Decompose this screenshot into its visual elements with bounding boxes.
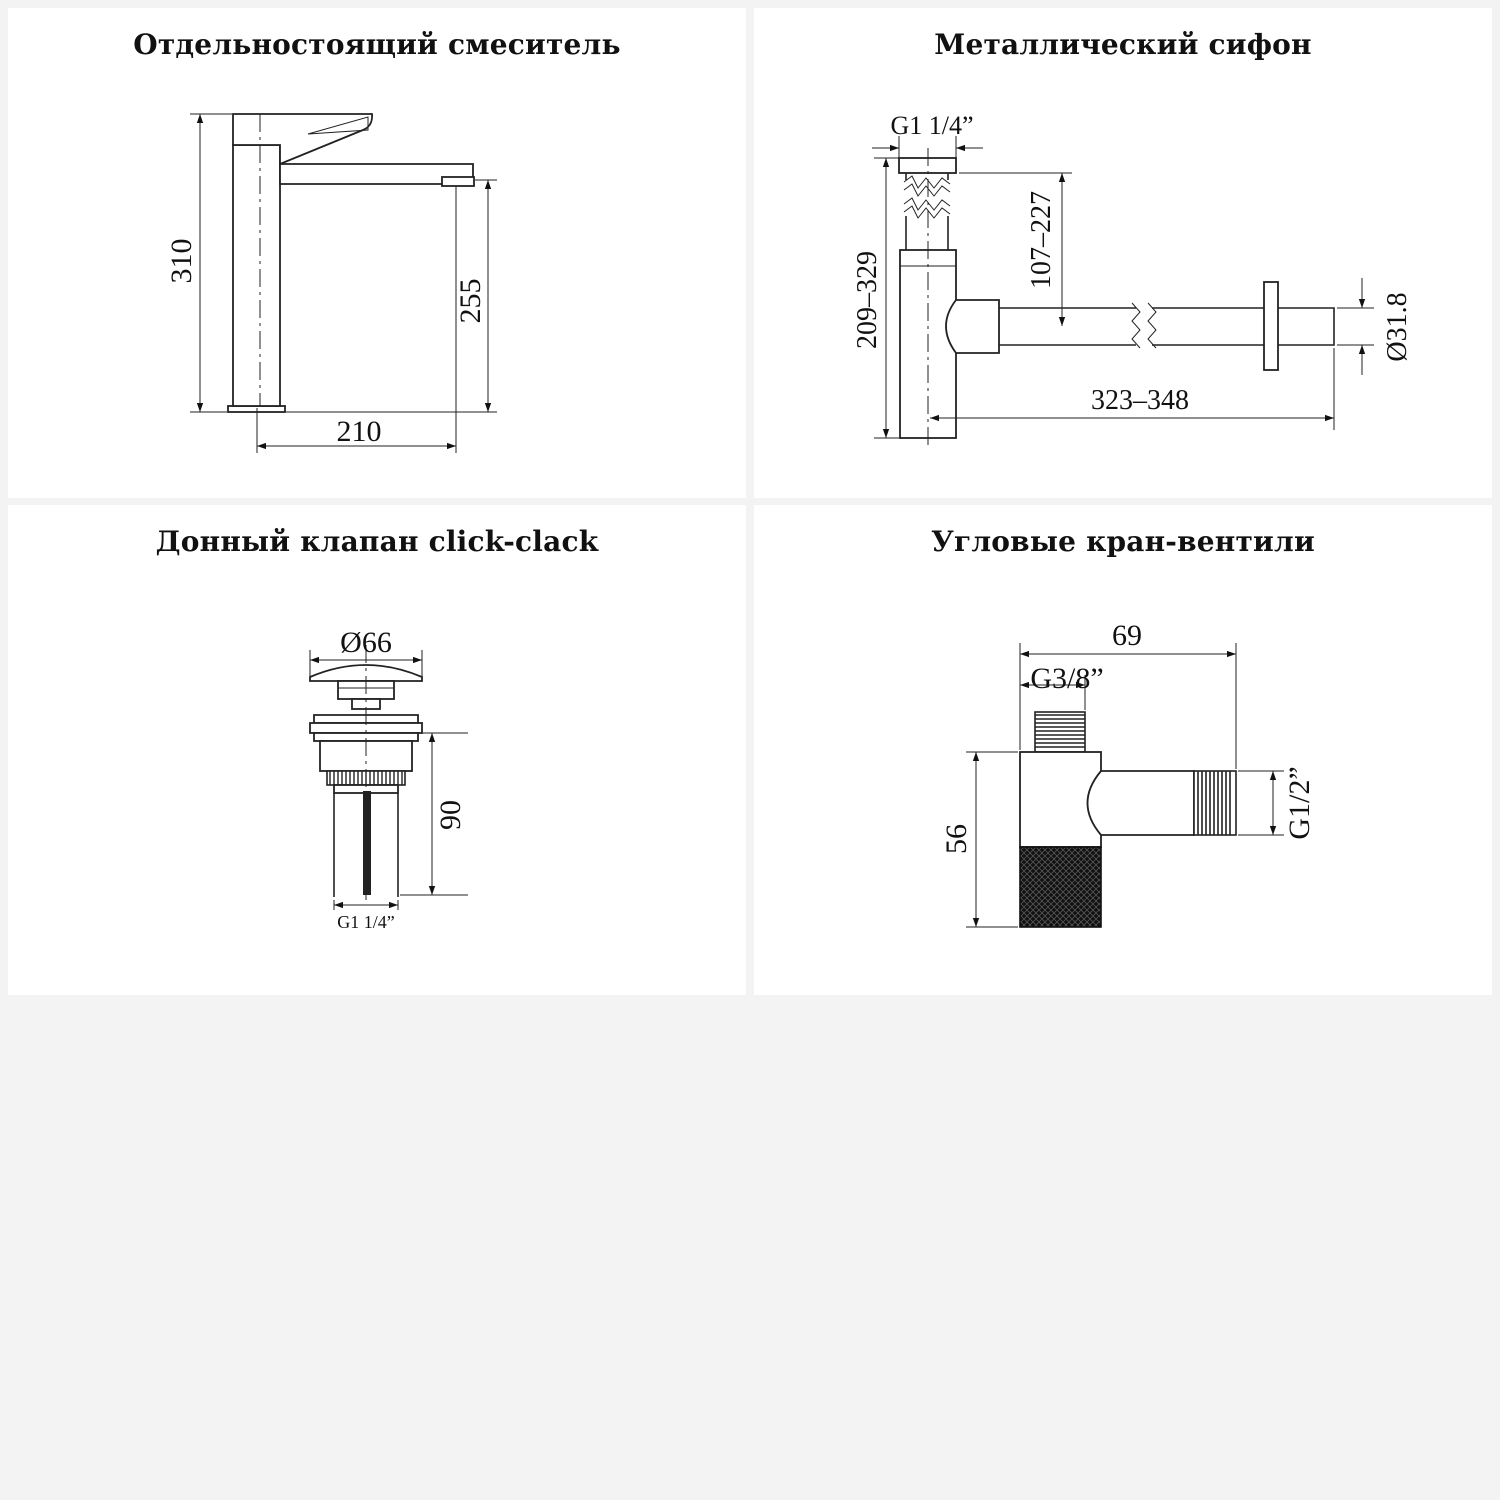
dim-reach: 210 bbox=[337, 415, 382, 448]
dim-height: 90 bbox=[434, 800, 467, 830]
panel-title: Угловые кран-вентили bbox=[931, 525, 1315, 558]
dim-length: 323–348 bbox=[1091, 385, 1189, 416]
angle-valve-outline bbox=[1019, 711, 1237, 928]
angle-valve-dimensions: 69 G3/8” 56 G1/2” bbox=[940, 619, 1316, 928]
drain-drawing: Ø66 90 G1 1/4” bbox=[309, 626, 468, 932]
dim-width: 69 bbox=[1112, 619, 1142, 652]
dim-spout-height: 255 bbox=[454, 279, 487, 324]
siphon-dimensions: G1 1/4” 107–227 209–329 323–348 Ø31.8 bbox=[852, 111, 1413, 439]
dim-thread: G1 1/4” bbox=[337, 912, 395, 932]
panel-drain-valve: Донный клапан click-clack bbox=[8, 505, 746, 995]
dim-outlet-diameter: Ø31.8 bbox=[1382, 292, 1413, 361]
drain-outline bbox=[309, 645, 423, 900]
dim-cap-diameter: Ø66 bbox=[340, 626, 392, 659]
dim-height: 56 bbox=[940, 824, 973, 854]
faucet-outline bbox=[227, 113, 475, 413]
siphon-outline bbox=[898, 148, 1335, 448]
panel-title: Отдельностоящий смеситель bbox=[133, 28, 621, 61]
dim-inlet-thread: G3/8” bbox=[1030, 662, 1103, 695]
panel-siphon: Металлический сифон bbox=[754, 8, 1492, 498]
panel-faucet: Отдельностоящий смеситель 310 255 bbox=[8, 8, 746, 498]
dim-height-total: 310 bbox=[165, 239, 198, 284]
dim-total-height: 209–329 bbox=[852, 251, 883, 349]
drain-dimensions: Ø66 90 G1 1/4” bbox=[309, 626, 468, 932]
panel-title: Металлический сифон bbox=[934, 28, 1312, 61]
dim-inlet-thread: G1 1/4” bbox=[890, 111, 973, 140]
angle-valve-drawing: 69 G3/8” 56 G1/2” bbox=[940, 619, 1316, 928]
dim-outlet-thread: G1/2” bbox=[1283, 766, 1316, 839]
dim-adjust-height: 107–227 bbox=[1026, 191, 1057, 289]
panel-title: Донный клапан click-clack bbox=[155, 525, 599, 558]
faucet-dimensions: 310 255 210 bbox=[165, 113, 497, 453]
panel-angle-valve: Угловые кран-вентили bbox=[754, 505, 1492, 995]
faucet-drawing: 310 255 210 bbox=[165, 113, 497, 453]
siphon-drawing: G1 1/4” 107–227 209–329 323–348 Ø31.8 bbox=[852, 111, 1413, 448]
